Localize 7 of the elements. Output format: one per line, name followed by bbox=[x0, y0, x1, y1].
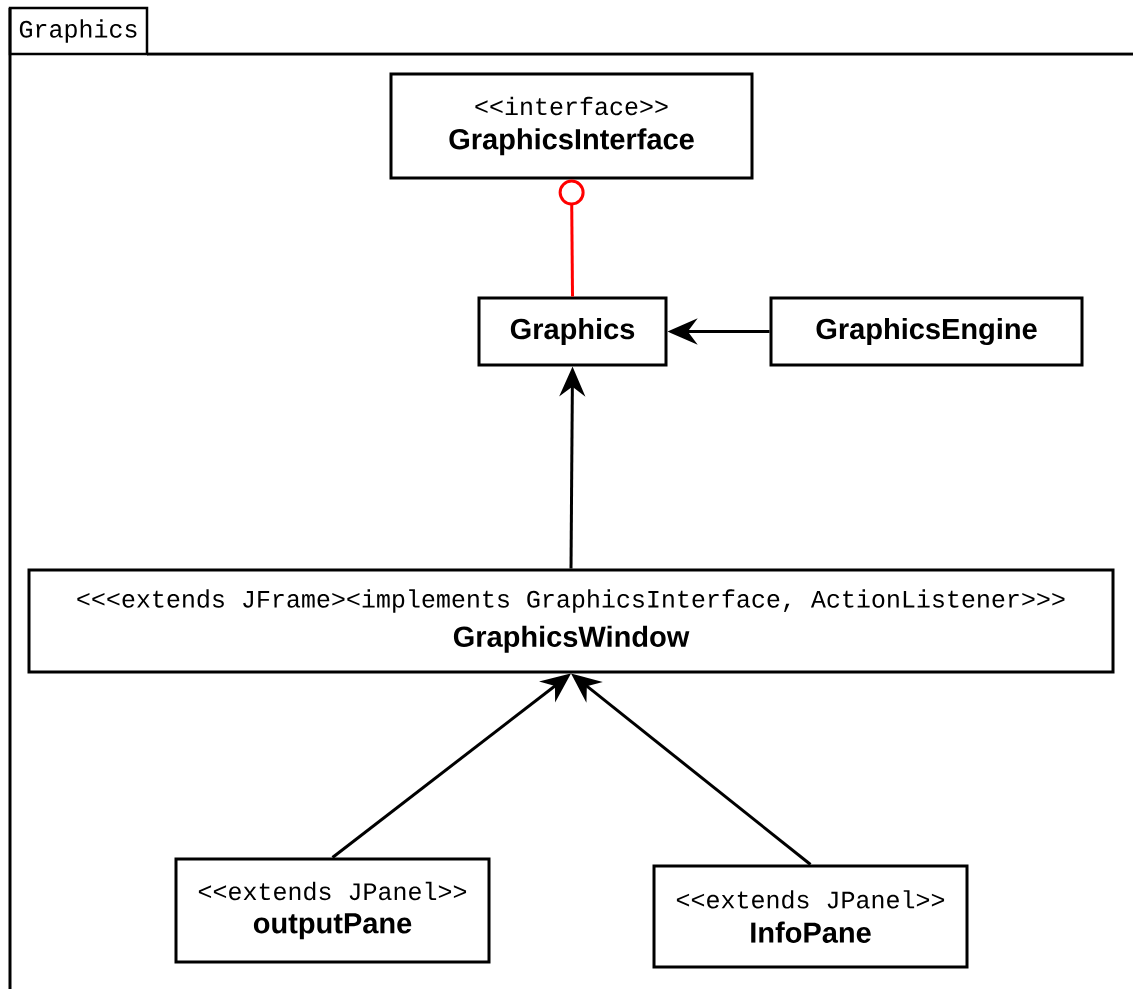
lollipop-connector bbox=[558, 179, 585, 297]
class-box: GraphicsEngine bbox=[769, 296, 1084, 367]
class-box: <<interface>> GraphicsInterface bbox=[389, 72, 754, 180]
class-box: <<extends JPanel>> outputPane bbox=[174, 857, 491, 964]
class-box: Graphics bbox=[477, 296, 668, 367]
class-box: <<extends JPanel>> InfoPane bbox=[652, 864, 969, 969]
class-box: <<<extends JFrame><implements GraphicsInterface, ActionListener>>> GraphicsWindow bbox=[27, 568, 1115, 674]
